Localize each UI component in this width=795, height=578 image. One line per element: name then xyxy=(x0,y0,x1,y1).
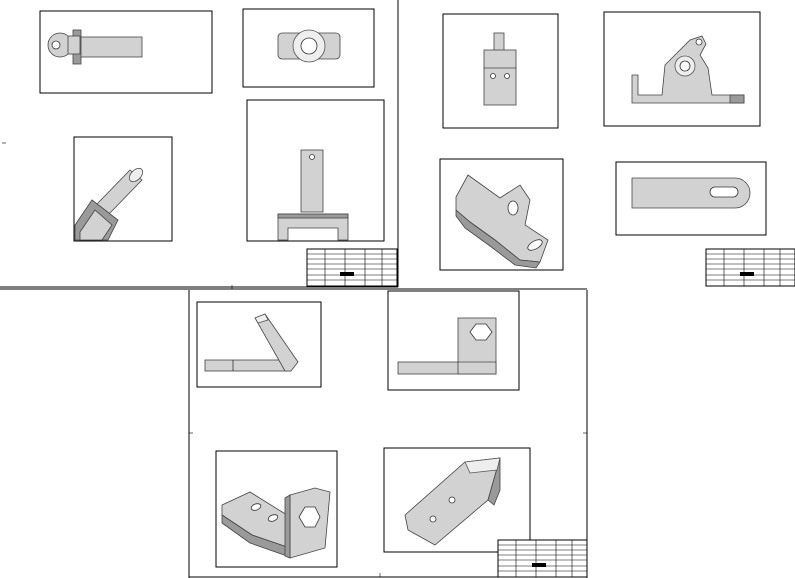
view-bracket-side xyxy=(603,11,761,127)
title-block-1 xyxy=(306,248,398,287)
view-bracket-isometric xyxy=(439,158,564,271)
view-clevis-front xyxy=(246,99,385,242)
view-hex-plate-isometric xyxy=(215,450,338,568)
border-ticks xyxy=(2,142,587,577)
view-pin-isometric xyxy=(73,136,173,242)
view-bent-strip-side xyxy=(196,301,322,388)
view-angle-bracket-isometric xyxy=(383,447,531,553)
view-bracket-front xyxy=(442,13,559,129)
view-hex-plate-front xyxy=(387,290,520,391)
view-link-plate xyxy=(615,161,767,236)
sheet-3 xyxy=(0,288,588,578)
view-pin-side xyxy=(39,10,213,94)
title-block-3 xyxy=(497,539,588,578)
title-block-2 xyxy=(705,248,795,287)
view-clevis-end xyxy=(242,8,375,88)
